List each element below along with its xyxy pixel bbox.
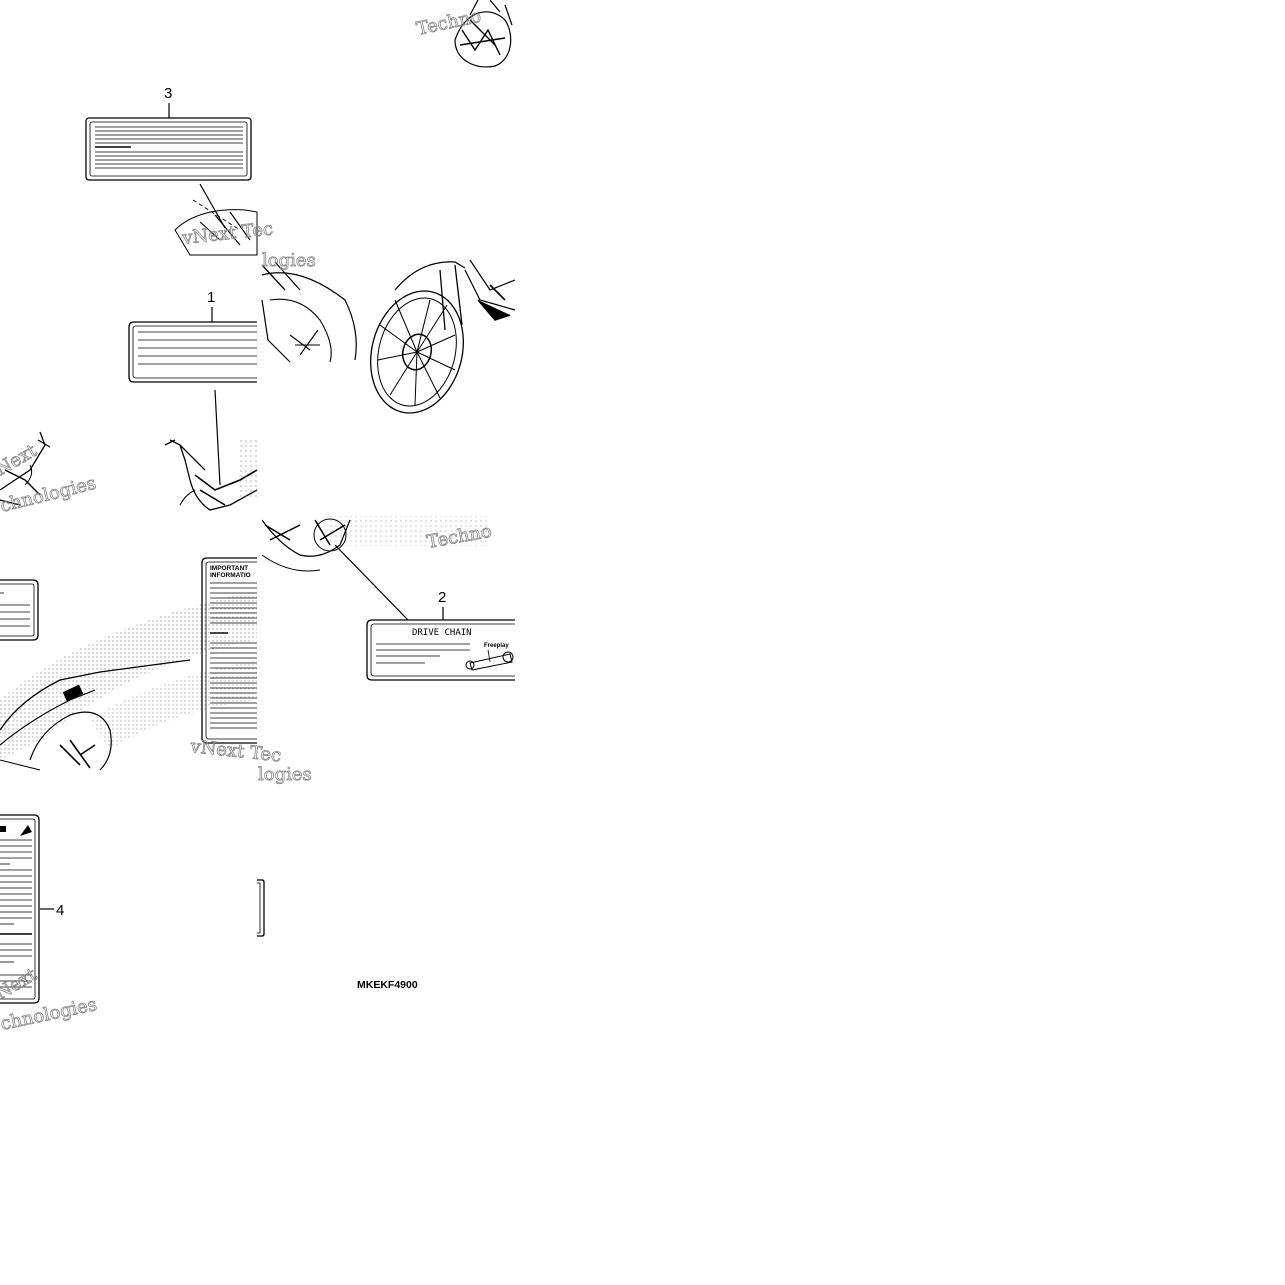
important-label-line1: IMPORTANT: [210, 565, 248, 572]
label-1-group: 1: [128, 289, 258, 511]
drive-chain-heading: DRIVE CHAIN: [412, 628, 472, 638]
watermark: Techno: [415, 6, 483, 40]
tile-left-middle: chnologies Next: [0, 431, 99, 517]
callout-3: 3: [164, 85, 172, 102]
label-3-sticker: [85, 117, 252, 181]
label-2-group: Techno 2 DRIVE CHAIN Freeplay: [261, 516, 515, 681]
watermark: vNext Tec: [180, 219, 274, 250]
figure-code: MKEKF4900: [357, 979, 418, 991]
watermark: Next: [0, 440, 41, 480]
tile-top-right: Techno: [414, 0, 513, 68]
watermark: logies: [258, 764, 312, 785]
label-3-group: 3 vNext Tec: [85, 85, 274, 256]
callout-1: 1: [207, 289, 215, 306]
label-4-group: 4 chnologies Next: [0, 814, 99, 1035]
freeplay-label: Freeplay: [484, 643, 509, 649]
watermark: logies: [262, 250, 316, 271]
callout-4: 4: [56, 902, 64, 919]
tile-front-wheels: logies: [261, 250, 516, 414]
label-1-sticker: [128, 321, 257, 383]
important-label-line2: INFORMATIO: [210, 572, 251, 579]
tile-left-lower: [0, 579, 257, 771]
callout-2: 2: [438, 589, 446, 606]
watermark: vNext Tec: [188, 736, 282, 767]
bracket-fragment: [257, 879, 265, 937]
